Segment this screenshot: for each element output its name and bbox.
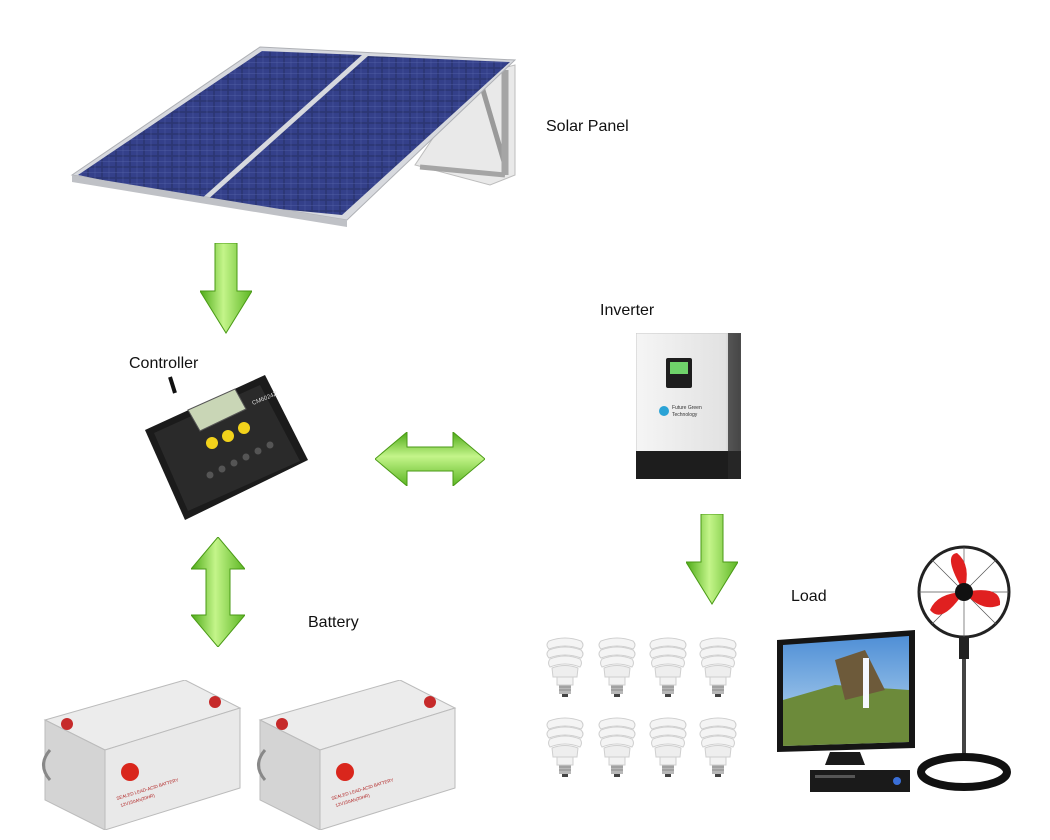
television-image <box>775 630 920 800</box>
battery-image-2: SEALED LEAD-ACID BATTERY 12V150Ah(20HR) <box>250 680 460 830</box>
inverter-label: Inverter <box>600 302 655 319</box>
solar-panel-image <box>60 35 530 235</box>
arrow-down-inverter-to-load <box>686 514 738 606</box>
load-label: Load <box>791 588 827 605</box>
inverter-image: Future Green Technology <box>636 333 741 479</box>
inverter-brand-line1: Future Green <box>672 405 702 411</box>
arrow-bidirectional-controller-inverter <box>375 432 485 486</box>
charge-controller-image: CM6024Z <box>140 375 310 520</box>
stand-fan-image <box>912 545 1022 795</box>
battery-label: Battery <box>308 614 359 631</box>
battery-image-1: SEALED LEAD-ACID BATTERY 12V150Ah(20HR) <box>35 680 245 830</box>
controller-label: Controller <box>129 355 199 372</box>
solar-panel-label: Solar Panel <box>546 118 629 135</box>
light-bulbs-group <box>540 632 750 787</box>
arrow-down-panel-to-controller <box>200 243 252 335</box>
inverter-brand-line2: Technology <box>672 412 698 418</box>
arrow-bidirectional-controller-battery <box>191 537 245 647</box>
